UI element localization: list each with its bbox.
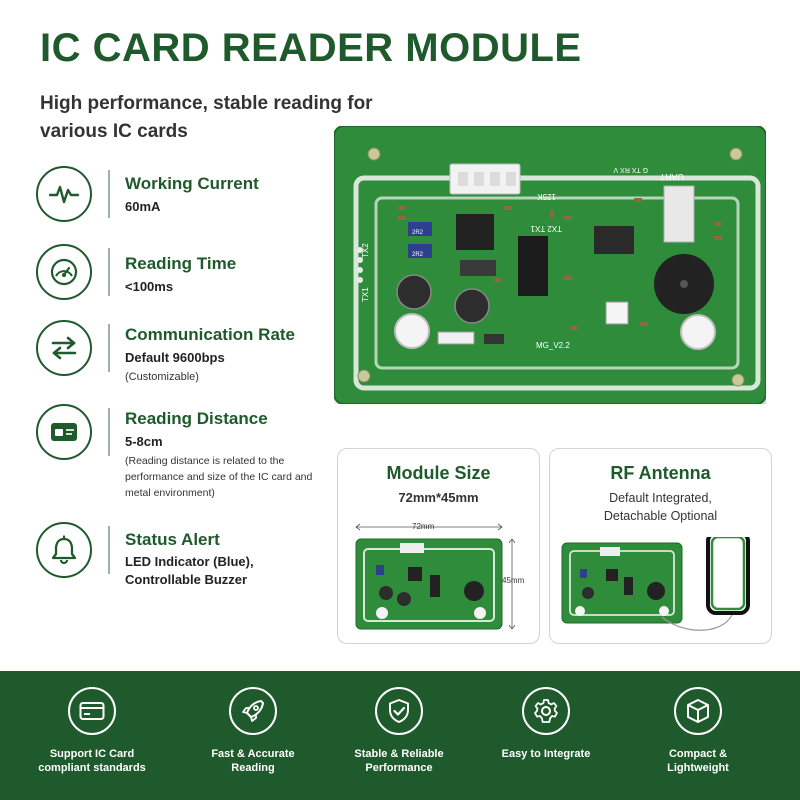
benefit-label: Support IC Card xyxy=(49,748,135,760)
feature-title: Communication Rate xyxy=(125,325,296,344)
feature-value: 60mA xyxy=(125,199,161,214)
feature-note: (Customizable) xyxy=(125,371,199,383)
benefit-label: Lightweight xyxy=(667,762,729,774)
benefit-label: Compact & xyxy=(668,748,728,760)
benefit-label: Fast & Accurate xyxy=(211,748,295,760)
feature-divider xyxy=(108,408,110,456)
feature-value: Controllable Buzzer xyxy=(125,572,248,587)
card-title: RF Antenna xyxy=(610,463,711,483)
feature-note: (Reading distance is related to the perf… xyxy=(125,455,313,499)
benefit-label: compliant standards xyxy=(38,762,146,774)
benefits-bar: Support IC Card compliant standards Fast … xyxy=(0,671,800,800)
feature-title: Working Current xyxy=(125,174,259,193)
card-subtitle: 72mm*45mm xyxy=(398,490,479,505)
feature-title: Reading Time xyxy=(125,254,237,273)
feature-value: LED Indicator (Blue), xyxy=(125,554,254,569)
antenna-diagram xyxy=(561,537,750,631)
antenna-trace xyxy=(353,175,761,391)
card-icon xyxy=(68,687,116,735)
width-label: 72mm xyxy=(412,522,435,531)
card-title: Module Size xyxy=(386,463,491,483)
pcb-label-tx: TX2 TX1 xyxy=(530,224,562,233)
gauge-icon xyxy=(36,244,92,300)
feature-value: <100ms xyxy=(125,279,174,294)
feature-divider xyxy=(108,526,110,574)
height-label: 45mm xyxy=(502,576,525,585)
pulse-icon xyxy=(36,166,92,222)
benefit-integrate: Easy to Integrate xyxy=(471,687,621,761)
rf-antenna-card: RF Antenna Default Integrated, Detachabl… xyxy=(549,448,772,644)
pcb-label-pins: G TX RX V xyxy=(613,166,648,173)
feature-divider xyxy=(108,170,110,218)
page-subtitle: High performance, stable reading for var… xyxy=(40,93,373,142)
shield-check-icon xyxy=(375,687,423,735)
card-subtitle: Detachable Optional xyxy=(603,509,718,523)
module-dimension-diagram: 72mm 45mm xyxy=(355,522,525,630)
pcb-label-uart: UART xyxy=(659,172,684,182)
benefit-ic-card: Support IC Card compliant standards xyxy=(17,687,167,775)
feature-divider xyxy=(108,248,110,296)
card-icon xyxy=(36,404,92,460)
module-size-card: Module Size 72mm*45mm 72mm 45mm xyxy=(337,448,540,644)
benefit-label: Reading xyxy=(231,762,275,774)
gear-icon xyxy=(522,687,570,735)
page-title: IC CARD READER MODULE xyxy=(40,26,582,70)
card-subtitle: Default Integrated, xyxy=(609,491,712,505)
pcb-label-tx2: TX2 xyxy=(361,243,370,258)
feature-value: 5-8cm xyxy=(125,434,163,449)
feature-title: Reading Distance xyxy=(125,409,268,428)
bell-icon xyxy=(36,522,92,578)
feature-divider xyxy=(108,324,110,372)
feature-value: Default 9600bps xyxy=(125,350,225,365)
benefit-label: Stable & Reliable xyxy=(354,748,444,760)
rocket-icon xyxy=(229,687,277,735)
pcb-label-res: 125K xyxy=(537,192,556,201)
pcb-label-tx1: TX1 xyxy=(361,287,370,302)
benefit-label: Easy to Integrate xyxy=(501,748,591,760)
pcb-label-version: MG_V2.2 xyxy=(536,341,570,350)
pcb-module-image: UART G TX RX V TX2 TX1 125K TX2 TX1 2R2 … xyxy=(334,126,766,404)
feature-title: Status Alert xyxy=(125,530,220,549)
box-icon xyxy=(674,687,722,735)
pcb-label-inductor: 2R2 xyxy=(412,252,424,258)
benefit-label: Performance xyxy=(365,762,433,774)
swap-arrows-icon xyxy=(36,320,92,376)
benefit-compact: Compact & Lightweight xyxy=(623,687,773,775)
pcb-label-inductor: 2R2 xyxy=(412,230,424,236)
